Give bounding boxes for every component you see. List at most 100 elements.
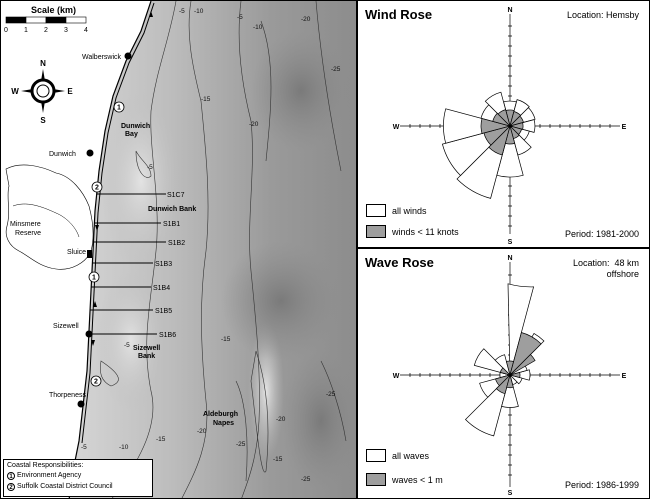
legend-swatch [366, 473, 386, 486]
wave-dir-w: W [393, 373, 400, 380]
wind-rose-period: Period: 1981-2000 [564, 229, 639, 239]
deep-trough-2 [281, 351, 356, 491]
bathymetry-map: -5 -10 -5 -10 -20 -25 -15 -20 -5 -5 -15 … [0, 0, 357, 499]
place-label-minsmere-line1: Minsmere [10, 221, 41, 228]
legend-num: 1 [7, 471, 15, 480]
compass-w: W [11, 87, 19, 96]
wave-legend-calm: waves < 1 m [366, 473, 443, 486]
thorpeness-marker [77, 400, 85, 408]
contour-label: -5 [124, 342, 130, 349]
wave-rose-diagram: N S E W [393, 255, 627, 497]
wind-rose-title: Wind Rose [365, 7, 433, 22]
legend-swatch [366, 449, 386, 462]
responsibility-legend: Coastal Responsibilities: 1 Environment … [3, 459, 153, 497]
profile-label: S1B2 [168, 240, 185, 247]
legend-label: Environment Agency [17, 472, 82, 479]
wind-rose-panel: N S E W Wind Rose Location: Hemsby all w… [357, 0, 650, 248]
wave-dir-e: E [622, 373, 627, 380]
feature-label-dunwich-bank: Dunwich Bank [148, 206, 196, 213]
profile-label: S1B3 [155, 261, 172, 268]
scale-tick: 4 [84, 27, 88, 34]
place-label-thorpeness: Thorpeness [49, 392, 86, 399]
contour-label: -15 [273, 456, 283, 463]
feature-label-dunwich-bay-1: Dunwich [121, 123, 150, 130]
profile-label: S1B6 [159, 332, 176, 339]
legend-label: all waves [392, 450, 430, 461]
responsibility-line [81, 2, 155, 444]
wind-rose-diagram: N S E W [393, 7, 627, 246]
legend-label: all winds [392, 205, 427, 216]
legend-num: 2 [7, 482, 15, 491]
wind-all-sectors [441, 91, 536, 199]
contour-label: -10 [119, 444, 129, 451]
wave-rose-period: Period: 1986-1999 [564, 480, 639, 490]
wave-legend-all: all waves [366, 449, 429, 462]
legend-row: 1 Environment Agency [7, 471, 149, 480]
place-label-walberswick: Walberswick [82, 54, 122, 61]
wind-dir-s: S [508, 239, 513, 246]
contour-label: -25 [326, 391, 336, 398]
wave-rose-location: Location: 48 km offshore [572, 258, 639, 279]
profile-label: S1B4 [153, 285, 170, 292]
marker-num: 1 [92, 275, 96, 282]
wind-dir-w: W [393, 124, 400, 131]
compass-n: N [40, 59, 46, 68]
wind-calm-sectors [480, 109, 524, 156]
marker-num: 1 [117, 105, 121, 112]
contour-lines [100, 1, 347, 498]
contour-label: -20 [301, 16, 311, 23]
wind-dir-e: E [622, 124, 627, 131]
compass-rose-icon: N S E W [11, 59, 73, 125]
contour-label: -20 [197, 428, 207, 435]
legend-label: Suffolk Coastal District Council [17, 483, 113, 490]
contour-label: -15 [201, 96, 211, 103]
contour-label: -5 [237, 14, 243, 21]
contour-label: -20 [276, 416, 286, 423]
scale-tick: 1 [24, 27, 28, 34]
scale-tick: 3 [64, 27, 68, 34]
contour-label: -5 [81, 444, 87, 451]
wave-calm-sectors [495, 332, 542, 395]
legend-label: winds < 11 knots [392, 226, 459, 237]
wave-rose-panel: N S E W Wave Rose Location: 48 km offsho… [357, 248, 650, 499]
contour-labels: -5 -10 -5 -10 -20 -25 -15 -20 -5 -5 -15 … [81, 8, 341, 483]
place-markers [77, 52, 132, 408]
legend-row: 2 Suffolk Coastal District Council [7, 482, 149, 491]
profile-label: S1C7 [167, 192, 185, 199]
scale-tick: 2 [44, 27, 48, 34]
wind-legend-all: all winds [366, 204, 427, 217]
marker-num: 2 [95, 185, 99, 192]
contour-label: -25 [236, 441, 246, 448]
wave-rose-title: Wave Rose [365, 255, 434, 270]
legend-swatch [366, 225, 386, 238]
contour-label: -20 [249, 121, 259, 128]
dunwich-marker [86, 149, 94, 157]
contour-label: -5 [147, 164, 153, 171]
deep-trough-1 [221, 241, 341, 361]
contour-label: -10 [194, 8, 204, 15]
contour-label: -5 [179, 8, 185, 15]
scale-title: Scale (km) [31, 5, 76, 15]
minsmere-reserve-outline [5, 164, 94, 270]
sizewell-bank-shoal [96, 271, 166, 411]
wind-dir-n: N [507, 7, 512, 14]
contour-label: -15 [156, 436, 166, 443]
place-label-sizewell: Sizewell [53, 323, 79, 330]
minsmere-inner-outline [12, 203, 80, 238]
walberswick-marker [124, 52, 132, 60]
place-label-minsmere-line2: Reserve [15, 230, 41, 237]
compass-s: S [40, 116, 46, 125]
compass-e: E [67, 87, 73, 96]
contour-label: -10 [253, 24, 263, 31]
coastline [68, 1, 152, 498]
sizewell-marker [85, 330, 93, 338]
responsibility-markers: 1 2 1 2 [88, 101, 125, 387]
scale-tick: 0 [4, 27, 8, 34]
feature-label-sizewell-bank-1: Sizewell [133, 345, 160, 352]
profile-label: S1B5 [155, 308, 172, 315]
wave-dir-s: S [508, 490, 513, 497]
scale-bar: Scale (km) 0 1 2 3 4 [4, 5, 88, 34]
map-canvas: -5 -10 -5 -10 -20 -25 -15 -20 -5 -5 -15 … [4, 1, 356, 498]
feature-label-dunwich-bay-2: Bay [125, 131, 138, 138]
